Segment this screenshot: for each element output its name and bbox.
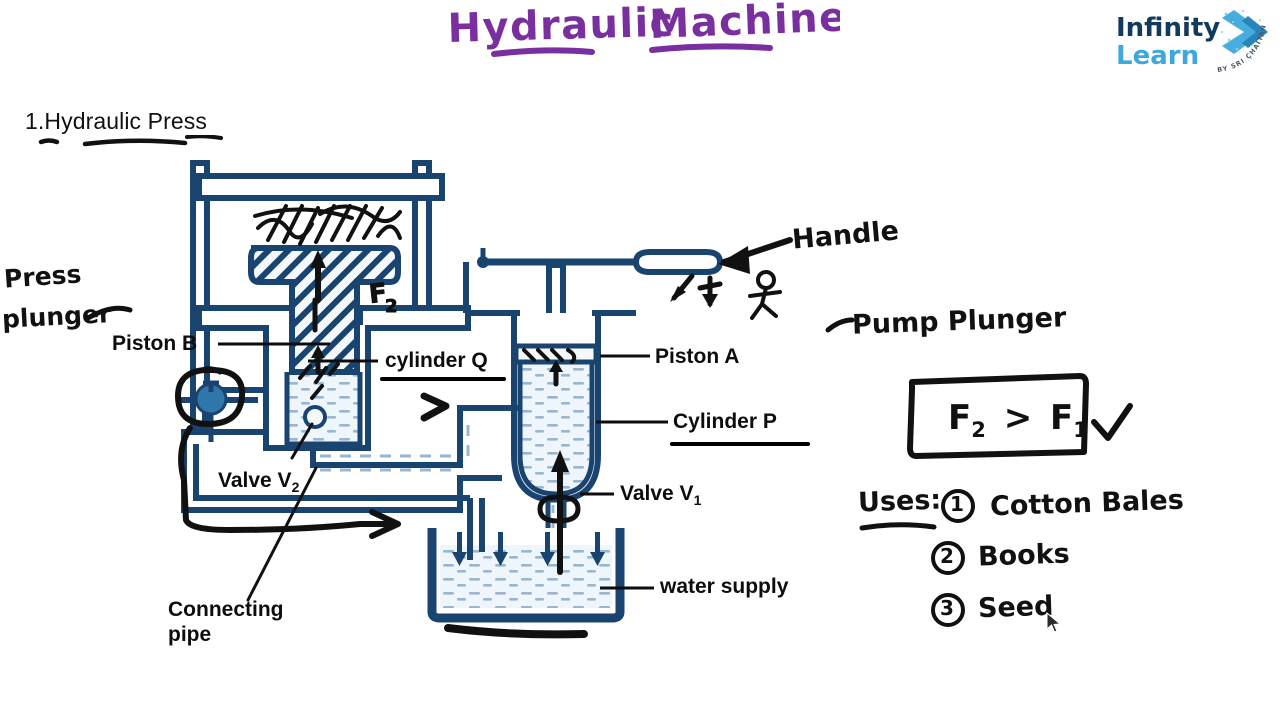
section-heading: 1.Hydraulic Press: [25, 108, 207, 134]
label-piston-a: Piston A: [655, 345, 740, 368]
uses-item-1-text: Cotton Bales: [989, 484, 1185, 523]
label-cylinder-p: Cylinder P: [673, 410, 777, 433]
valve-v1-sub: 1: [693, 492, 702, 509]
label-piston-b: Piston B: [112, 332, 198, 355]
infinity-learn-logo: BY SRI CHAITANYA Infinity Learn: [1092, 0, 1276, 76]
formula-f1: F: [1050, 398, 1074, 438]
heading-underline: [25, 134, 265, 151]
label-water-supply: water supply: [660, 575, 789, 598]
force-f2-label: F: [368, 278, 389, 310]
water-flow-arrows: [452, 532, 605, 566]
connecting-pipe-line-1: Connecting: [168, 598, 284, 621]
label-cylinder-q: cylinder Q: [385, 349, 488, 372]
uses-label: Uses:: [857, 484, 942, 519]
uses-item-3-number: 3: [940, 596, 954, 620]
valve-v2-sub: 2: [291, 479, 300, 496]
valve-v1-text: Valve V: [620, 482, 694, 505]
svg-text:Hydraulic: Hydraulic: [447, 0, 675, 52]
annotation-press-plunger-line2: plunger: [1, 299, 112, 334]
svg-text:2: 2: [385, 296, 398, 317]
logo-line-2: Learn: [1116, 41, 1199, 71]
svg-text:Machines: Machines: [649, 0, 840, 48]
uses-item-3-text: Seed: [977, 590, 1054, 625]
cylinder-q-underline: [380, 377, 506, 381]
annotation-press-plunger-line1: Press: [3, 259, 83, 294]
logo-line-1: Infinity: [1116, 13, 1220, 43]
formula-expression: F2 > F1: [948, 398, 1088, 442]
formula-operator: >: [1003, 398, 1033, 438]
valve-v2-text: Valve V: [218, 469, 292, 492]
label-valve-v1: Valve V1: [620, 482, 701, 509]
mouse-cursor: [1046, 611, 1062, 634]
formula-f2: F: [948, 398, 972, 438]
annotation-pump-plunger: Pump Plunger: [851, 302, 1067, 341]
uses-item-2-text: Books: [977, 538, 1071, 573]
page-title: Hydraulic Machines Hydraulic Machines: [440, 0, 840, 62]
cylinder-p-underline: [670, 442, 810, 446]
label-valve-v2: Valve V2: [218, 469, 299, 496]
connecting-pipe-line-2: pipe: [168, 622, 212, 646]
annotation-handle: Handle: [790, 215, 901, 256]
label-connecting-pipe: Connecting pipe: [168, 598, 284, 648]
uses-item-1-number: 1: [950, 492, 964, 516]
uses-item-2-number: 2: [940, 544, 954, 568]
